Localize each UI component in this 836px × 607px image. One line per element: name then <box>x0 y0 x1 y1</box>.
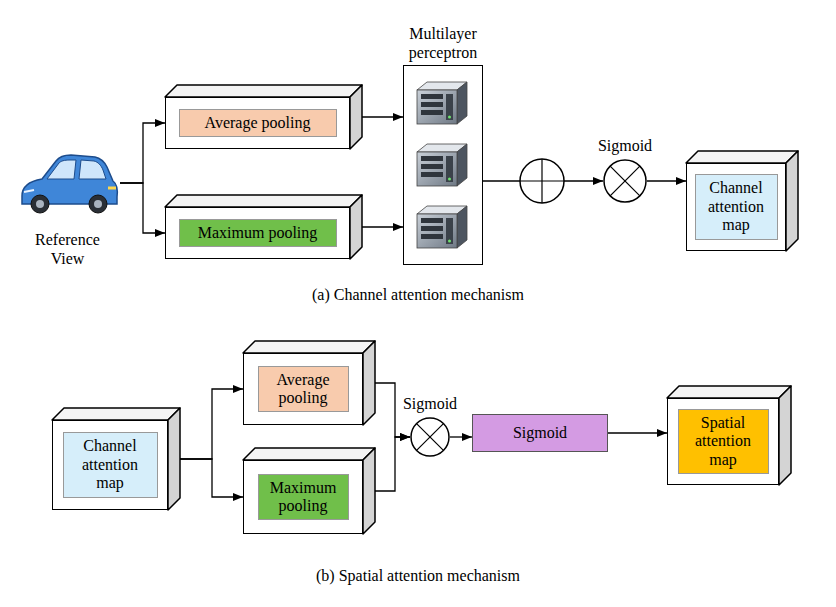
multiply-symbol <box>603 159 647 203</box>
node-text: Average pooling <box>262 371 345 408</box>
connector <box>362 116 403 117</box>
pooling-box: Maximum pooling <box>243 460 363 534</box>
multiply-symbol <box>410 417 450 457</box>
server-icons <box>417 82 467 248</box>
connector <box>647 180 686 181</box>
pooling-box: Average pooling <box>165 97 350 149</box>
node-text: Reference View <box>15 231 120 268</box>
node-text: Maximum pooling <box>262 479 345 516</box>
reference-view: Reference View <box>15 148 120 268</box>
attention-map-box: Channel attention map <box>52 420 168 510</box>
node-text: Channel attention map <box>699 179 774 234</box>
connector <box>608 432 667 433</box>
multiply-circle: Sigmoid <box>410 417 450 457</box>
node-text: Sigmoid <box>598 137 652 155</box>
connector <box>362 226 403 227</box>
connector <box>120 123 165 183</box>
caption-label: (a) Channel attention mechanism <box>312 286 524 304</box>
label-panel: Channel attention map <box>695 174 778 239</box>
node-text: Sigmoid <box>513 424 567 442</box>
car-illustration <box>22 155 117 213</box>
attention-map-box: Channel attention map <box>686 163 786 251</box>
node-text: Sigmoid <box>403 395 457 413</box>
node-text: Average pooling <box>205 114 311 132</box>
node-text: Spatial attention map <box>682 414 765 469</box>
node-text: Maximum pooling <box>198 224 318 242</box>
pooling-box: Maximum pooling <box>165 207 350 259</box>
pooling-box: Average pooling <box>243 353 363 425</box>
label-panel: Channel attention map <box>63 432 158 497</box>
node-text: Channel attention map <box>67 437 154 492</box>
perceptron-box: Multilayer perceptron <box>403 65 483 265</box>
label-panel: Maximum pooling <box>258 474 349 521</box>
sigmoid-box: Sigmoid <box>472 414 608 452</box>
label-panel: Maximum pooling <box>179 219 337 247</box>
connector <box>375 437 410 491</box>
multiply-circle: Sigmoid <box>603 159 647 203</box>
label-panel: Spatial attention map <box>678 409 769 474</box>
label-panel: Average pooling <box>179 109 337 137</box>
connector <box>483 180 603 181</box>
connector <box>180 459 243 497</box>
connector <box>180 389 243 459</box>
attention-map-box: Spatial attention map <box>667 398 779 485</box>
caption-label: (b) Spatial attention mechanism <box>316 567 520 585</box>
label-panel: Average pooling <box>258 366 349 413</box>
connector <box>120 183 165 233</box>
connector <box>450 436 472 437</box>
sum-symbol <box>520 159 564 203</box>
node-text: Multilayer perceptron <box>388 25 498 62</box>
